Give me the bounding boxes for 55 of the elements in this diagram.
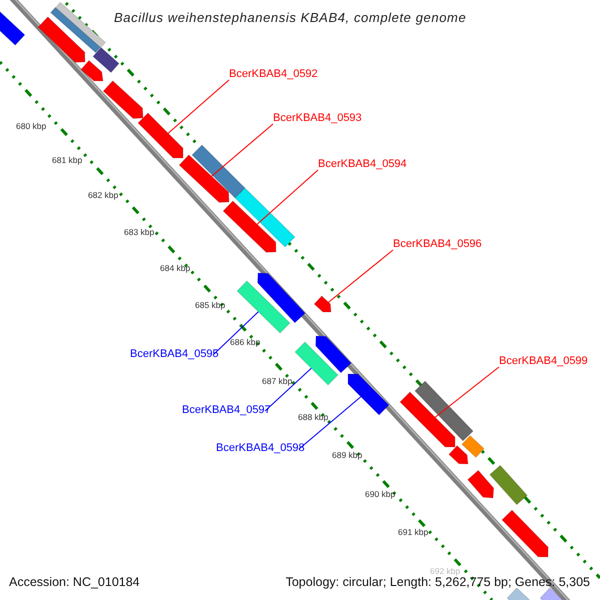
gene-block xyxy=(294,341,339,386)
gene-block xyxy=(314,295,332,312)
gene-block xyxy=(92,46,120,74)
scale-label: 692 kbp xyxy=(430,567,460,576)
scale-label: 682 kbp xyxy=(88,191,118,200)
gene-block xyxy=(0,11,26,46)
genome-stats-text: Topology: circular; Length: 5,262,775 bp; Genes: 5,305 xyxy=(286,576,590,588)
gene-label: BcerKBAB4_0592 xyxy=(229,69,318,80)
leader-line xyxy=(168,80,230,134)
scale-label: 689 kbp xyxy=(332,451,362,460)
accession-text: Accession: NC_010184 xyxy=(9,576,140,588)
scale-label: 681 kbp xyxy=(52,156,82,164)
gene-block xyxy=(222,200,276,253)
scale-label: 680 kbp xyxy=(16,122,46,130)
gene-label: BcerKBAB4_0599 xyxy=(499,356,588,367)
gene-block xyxy=(178,154,230,203)
scale-label: 685 kbp xyxy=(195,301,226,310)
leader-line xyxy=(298,396,362,450)
scale-label: 684 kbp xyxy=(160,264,190,272)
leader-line xyxy=(328,250,394,303)
gene-label: BcerKBAB4_0598 xyxy=(216,443,305,454)
gene-label: BcerKBAB4_0593 xyxy=(273,113,362,124)
gene-block xyxy=(80,60,104,82)
gene-label: BcerKBAB4_0595 xyxy=(130,349,219,360)
leader-line xyxy=(264,368,312,412)
gene-label: BcerKBAB4_0597 xyxy=(182,405,271,416)
gene-label: BcerKBAB4_0596 xyxy=(393,239,482,250)
scale-label: 686 kbp xyxy=(230,338,260,346)
scale-label: 690 kbp xyxy=(365,490,396,498)
leader-line xyxy=(256,170,318,225)
gene-block xyxy=(348,374,390,416)
gene-block xyxy=(191,144,246,199)
gene-block xyxy=(315,336,352,374)
leader-line xyxy=(434,366,500,418)
scale-label: 688 kbp xyxy=(298,413,328,422)
gene-block xyxy=(102,80,144,119)
gene-block xyxy=(137,112,184,158)
gene-block xyxy=(489,464,528,506)
leader-line xyxy=(212,311,259,356)
gene-block xyxy=(399,391,456,448)
gene-block xyxy=(414,380,474,442)
scale-label: 683 kbp xyxy=(124,228,154,236)
gene-block xyxy=(257,272,306,324)
scale-label: 691 kbp xyxy=(398,528,428,536)
scale-label: 687 kbp xyxy=(262,377,292,386)
leader-line xyxy=(211,124,274,177)
gene-block xyxy=(448,445,468,464)
gene-label: BcerKBAB4_0594 xyxy=(318,159,407,170)
gene-block xyxy=(38,16,86,63)
gene-block xyxy=(501,510,549,558)
gene-block xyxy=(461,435,485,458)
gene-block xyxy=(234,187,296,248)
gene-block xyxy=(467,470,494,498)
diagram-title: Bacillus weihenstephanensis KBAB4, complete genome xyxy=(114,11,466,24)
gene-block xyxy=(236,280,290,334)
